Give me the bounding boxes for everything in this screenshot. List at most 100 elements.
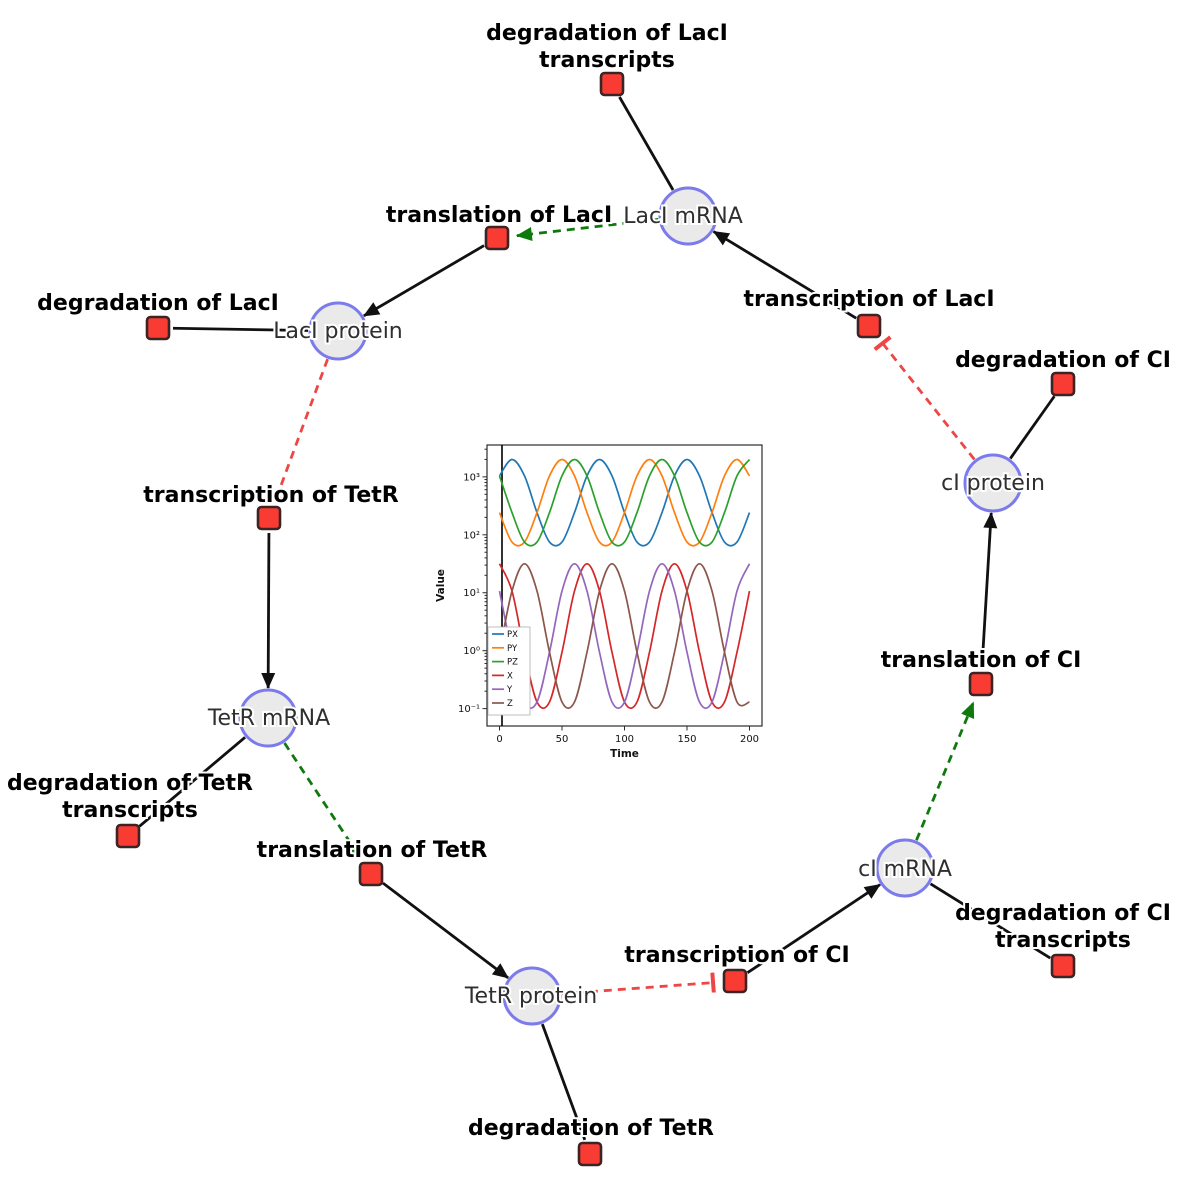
- reaction-node-deg_laci[interactable]: [145, 315, 171, 341]
- legend-label-Z: Z: [507, 699, 513, 709]
- legend-label-X: X: [507, 671, 513, 681]
- reaction-node-deg_ci_tx[interactable]: [1050, 953, 1076, 979]
- reaction-label-line: degradation of LacI: [37, 291, 279, 316]
- reaction-label-line: translation of LacI: [386, 203, 612, 228]
- species-node-ci_protein[interactable]: [963, 453, 1023, 513]
- series-line-X: [498, 562, 751, 710]
- reaction-node-deg_tetr[interactable]: [577, 1141, 603, 1167]
- x-tick-label: 50: [556, 734, 569, 745]
- y-tick-label: 10⁰: [463, 646, 480, 657]
- reaction-node-deg_tetr_tx[interactable]: [115, 823, 141, 849]
- series-line-Y: [498, 562, 751, 710]
- reaction-label-tx_laci: transcription of LacI: [743, 287, 994, 312]
- reaction-label-line: degradation of CI: [955, 348, 1171, 373]
- reaction-node-tl_ci[interactable]: [968, 671, 994, 697]
- species-label-ci_mrna: cI mRNA: [858, 857, 952, 882]
- series-line-PX: [498, 458, 751, 547]
- reaction-node-tl_tetr[interactable]: [358, 861, 384, 887]
- reaction-label-line: transcription of CI: [624, 943, 849, 968]
- edge-reactant-ci_mrna-deg_ci_tx: [929, 882, 1051, 960]
- plot-area: [498, 445, 751, 726]
- species-label-ci_protein: cI protein: [941, 471, 1045, 496]
- x-tick-label: 0: [496, 734, 502, 745]
- reaction-label-line: degradation of TetR: [7, 771, 253, 796]
- nodes-layer: [115, 71, 1076, 1167]
- reaction-label-deg_laci: degradation of LacI: [37, 291, 279, 316]
- y-axis-title: Value: [435, 569, 447, 602]
- edge-product-tx_ci-ci_mrna: [746, 883, 881, 974]
- x-axis-title: Time: [610, 748, 639, 760]
- reaction-label-line: transcription of LacI: [743, 287, 994, 312]
- reaction-node-tl_laci[interactable]: [484, 225, 510, 251]
- reaction-label-tl_laci: translation of LacI: [386, 203, 612, 228]
- reaction-node-deg_ci[interactable]: [1050, 371, 1076, 397]
- reaction-label-deg_ci: degradation of CI: [955, 348, 1171, 373]
- species-node-laci_protein[interactable]: [308, 301, 368, 361]
- reaction-label-line: degradation of CI: [955, 901, 1171, 926]
- reaction-node-tx_tetr[interactable]: [256, 505, 282, 531]
- edge-product-tl_ci-ci_protein: [980, 511, 998, 670]
- reaction-node-tx_ci[interactable]: [722, 968, 748, 994]
- species-label-laci_mrna: LacI mRNA: [623, 204, 743, 229]
- series-line-PY: [498, 458, 751, 547]
- edge-product-tl_tetr-tetr_protein: [382, 881, 509, 979]
- edge-modifier-laci_mrna-tl_laci: [515, 218, 659, 241]
- species-node-ci_mrna[interactable]: [875, 838, 935, 898]
- edges-layer: [138, 96, 1056, 1141]
- reaction-label-line: transcripts: [62, 798, 198, 823]
- edge-product-tx_laci-laci_mrna: [712, 230, 857, 320]
- y-tick-label: 10²: [463, 530, 480, 541]
- species-node-tetr_protein[interactable]: [502, 966, 562, 1026]
- edge-reactant-laci_protein-deg_laci: [172, 326, 309, 332]
- reaction-label-line: translation of TetR: [257, 838, 488, 863]
- y-tick-label: 10¹: [463, 588, 480, 599]
- x-tick-label: 150: [677, 734, 696, 745]
- reaction-label-tx_ci: transcription of CI: [624, 943, 849, 968]
- reaction-node-tx_laci[interactable]: [856, 313, 882, 339]
- edge-modifier-tetr_mrna-tl_tetr: [283, 742, 362, 859]
- edge-inhibition-tetr_protein-tx_ci: [561, 972, 716, 996]
- legend-label-PX: PX: [507, 630, 518, 640]
- edge-inhibition-ci_protein-tx_laci: [873, 335, 976, 461]
- reaction-label-line: transcripts: [539, 48, 675, 73]
- reaction-label-line: transcription of TetR: [143, 483, 399, 508]
- reaction-label-tx_tetr: transcription of TetR: [143, 483, 399, 508]
- reaction-label-line: translation of CI: [881, 648, 1082, 673]
- reaction-node-deg_laci_tx[interactable]: [599, 71, 625, 97]
- edge-inhibition-laci_protein-tx_tetr: [266, 358, 329, 503]
- series-line-PZ: [498, 458, 751, 547]
- edge-reactant-laci_mrna-deg_laci_tx: [618, 96, 675, 191]
- edge-modifier-ci_mrna-tl_ci: [915, 701, 975, 841]
- species-label-tetr_protein: TetR protein: [464, 984, 597, 1009]
- series-line-Z: [498, 562, 750, 710]
- reaction-label-tl_ci: translation of CI: [881, 648, 1082, 673]
- species-node-tetr_mrna[interactable]: [238, 688, 298, 748]
- legend-label-PZ: PZ: [507, 658, 518, 668]
- reaction-label-line: degradation of TetR: [468, 1116, 714, 1141]
- edge-product-tx_tetr-tetr_mrna: [261, 532, 276, 690]
- edge-reactant-tetr_mrna-deg_tetr_tx: [138, 736, 246, 828]
- x-tick-label: 200: [740, 734, 759, 745]
- y-tick-label: 10⁻¹: [458, 704, 480, 715]
- y-tick-label: 10³: [463, 472, 480, 483]
- species-label-tetr_mrna: TetR mRNA: [207, 706, 330, 731]
- species-node-laci_mrna[interactable]: [658, 186, 718, 246]
- reaction-label-line: transcripts: [995, 928, 1131, 953]
- legend-box: [487, 626, 531, 716]
- reaction-label-deg_tetr: degradation of TetR: [468, 1116, 714, 1141]
- reaction-label-tl_tetr: translation of TetR: [257, 838, 488, 863]
- edge-product-tl_laci-laci_protein: [363, 244, 485, 318]
- edge-reactant-tetr_protein-deg_tetr: [541, 1023, 587, 1141]
- species-label-laci_protein: LacI protein: [273, 319, 403, 344]
- legend-label-Y: Y: [506, 685, 513, 695]
- x-tick-label: 100: [615, 734, 634, 745]
- edge-reactant-ci_protein-deg_ci: [1009, 395, 1056, 460]
